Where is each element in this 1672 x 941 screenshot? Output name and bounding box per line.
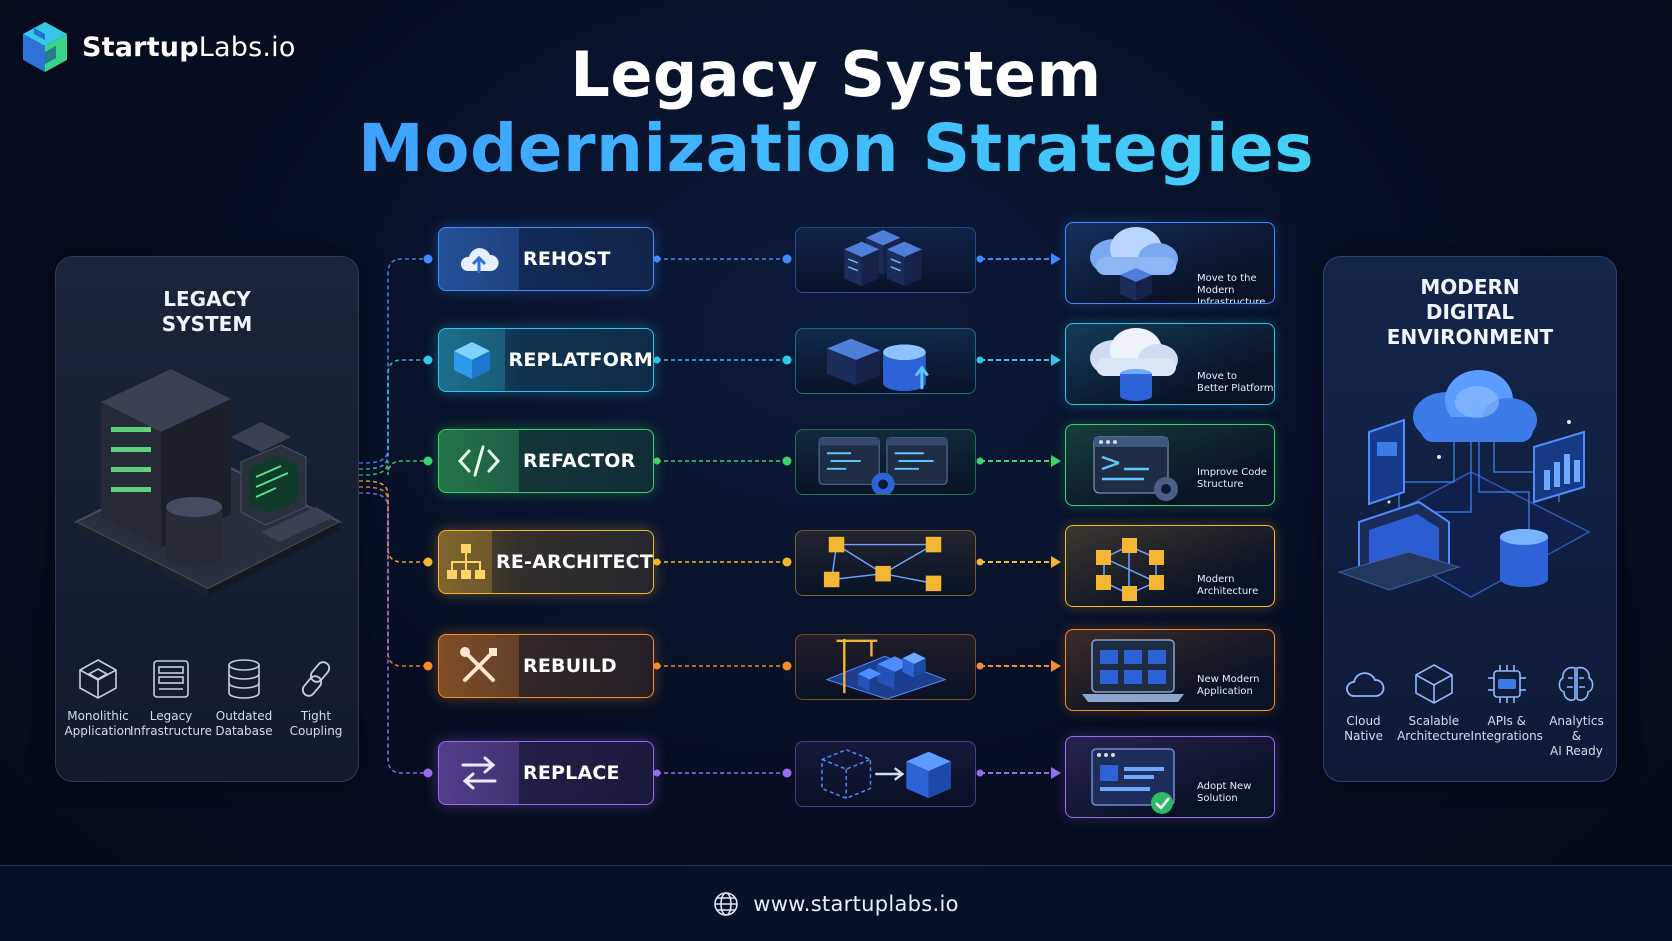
modern-environment-panel: MODERN DIGITAL ENVIRONMENT — [1323, 256, 1617, 782]
footer-divider — [0, 865, 1672, 866]
app-window-check-icon — [1091, 748, 1175, 814]
code-window-gear-icon — [1093, 436, 1178, 501]
strategy-rebuild-button[interactable]: REBUILD — [438, 634, 654, 698]
website-link[interactable]: www.startuplabs.io — [753, 891, 959, 916]
chain-link-icon — [301, 661, 331, 697]
strategy-label: REPLATFORM — [508, 349, 653, 371]
replace-process-visual — [795, 741, 976, 807]
server-rack-icon — [153, 660, 189, 698]
architecture-network-icon — [1096, 538, 1164, 601]
legacy-panel-title: LEGACY SYSTEM — [161, 287, 253, 336]
cloud-server-icon — [1090, 227, 1178, 301]
strategy-label: RE-ARCHITECT — [496, 551, 653, 573]
brand-cube-icon — [23, 22, 67, 72]
strategy-replatform-button[interactable]: REPLATFORM — [438, 328, 654, 392]
modern-cloud-illustration — [1337, 370, 1591, 598]
globe-icon — [714, 891, 739, 916]
code-icon — [457, 445, 501, 477]
strategy-label: REFACTOR — [523, 450, 636, 472]
box-icon — [453, 342, 490, 379]
modern-panel-title: MODERN DIGITAL ENVIRONMENT — [1386, 275, 1554, 349]
footer: www.startuplabs.io — [0, 866, 1672, 941]
cube-icon — [1415, 664, 1453, 704]
rehost-process-visual — [795, 227, 976, 293]
brain-icon — [1559, 666, 1594, 701]
replatform-process-visual — [795, 328, 976, 394]
strategy-label: REPLACE — [523, 762, 620, 784]
legacy-system-panel: LEGACY SYSTEM — [55, 256, 359, 782]
database-icon — [228, 659, 260, 699]
laptop-app-icon — [1082, 639, 1184, 702]
brand-logo[interactable]: StartupLabs.io — [20, 20, 296, 74]
tools-icon — [460, 647, 497, 682]
legacy-server-illustration — [73, 369, 343, 597]
strategy-rearchitect-button[interactable]: RE-ARCHITECT — [438, 530, 654, 594]
cube-icon — [79, 659, 117, 699]
cloud-database-icon — [1090, 328, 1178, 401]
strategy-replace-button[interactable]: REPLACE — [438, 741, 654, 805]
hierarchy-icon — [446, 544, 485, 579]
cube-swap-icon — [821, 748, 951, 800]
refactor-process-visual — [795, 429, 976, 495]
strategy-label: REBUILD — [523, 655, 617, 677]
brand-name: StartupLabs.io — [82, 31, 296, 63]
code-windows-gear-icon — [818, 437, 948, 494]
swap-arrows-icon — [461, 756, 497, 790]
api-chip-icon — [1487, 665, 1526, 703]
strategy-refactor-button[interactable]: REFACTOR — [438, 429, 654, 493]
modern-feature-analytics: Analytics &AI Ready — [1543, 662, 1610, 759]
server-stack-icon — [844, 229, 922, 287]
page-title-line-1: Legacy System — [570, 38, 1102, 111]
server-to-database-icon — [826, 338, 929, 392]
rebuild-process-visual — [795, 634, 976, 700]
strategy-rehost-button[interactable]: REHOST — [438, 227, 654, 291]
strategy-label: REHOST — [523, 248, 611, 270]
page-title-line-2: Modernization Strategies — [0, 110, 1672, 187]
cloud-upload-icon — [460, 248, 499, 273]
rearchitect-process-visual — [795, 530, 976, 596]
node-network-icon — [823, 536, 942, 592]
modern-feature-apis: APIs &Integrations — [1471, 662, 1543, 759]
construction-crane-icon — [825, 638, 947, 699]
cloud-icon — [1345, 672, 1384, 697]
